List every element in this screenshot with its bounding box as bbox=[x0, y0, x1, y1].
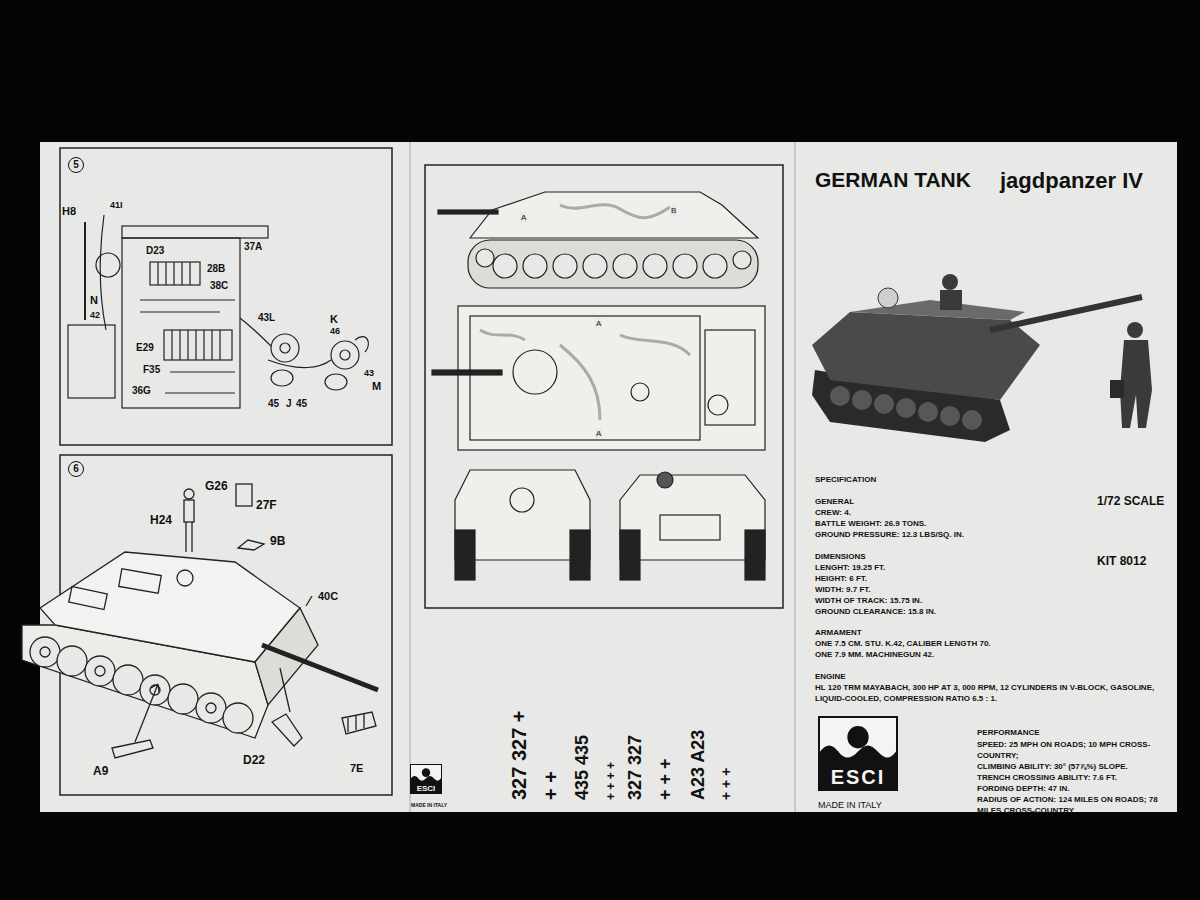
callout-number: D23 bbox=[146, 245, 164, 257]
maker-logo: ESCI bbox=[410, 764, 442, 794]
sheet-title: GERMAN TANK bbox=[815, 168, 971, 192]
callout-number: D22 bbox=[243, 754, 265, 768]
spec-text: HEIGHT: 6 FT. bbox=[815, 573, 867, 584]
callout-number: E29 bbox=[136, 342, 154, 354]
kit-number: KIT 8012 bbox=[1097, 555, 1146, 569]
spec-heading: ARMAMENT bbox=[815, 627, 862, 638]
callout-number: 7E bbox=[350, 762, 363, 775]
spec-text: SPEED: 25 MPH ON ROADS; 10 MPH CROSS-COU… bbox=[977, 739, 1172, 761]
callout-number: 42 bbox=[90, 310, 100, 321]
decal-marking: + + bbox=[540, 771, 563, 800]
decal-marking: 327 327 + bbox=[508, 710, 531, 800]
callout-number: 27F bbox=[256, 499, 277, 513]
callout-number: J bbox=[286, 398, 292, 410]
callout-number: H8 bbox=[62, 205, 76, 218]
maker-note: MADE IN ITALY bbox=[818, 800, 882, 811]
view-letter: A bbox=[595, 428, 602, 439]
callout-number: 37A bbox=[244, 241, 262, 253]
spec-heading: DIMENSIONS bbox=[815, 551, 866, 562]
view-letter: A bbox=[520, 212, 527, 223]
spec-heading: ENGINE bbox=[815, 671, 846, 682]
spec-text: CLIMBING ABILITY: 30° (57⅞%) SLOPE. bbox=[977, 761, 1128, 772]
spec-heading: PERFORMANCE bbox=[977, 727, 1040, 738]
callout-number: 45 bbox=[296, 398, 307, 410]
spec-text: FORDING DEPTH: 47 IN. bbox=[977, 783, 1069, 794]
callout-number: 40C bbox=[318, 590, 338, 603]
callout-number: 38C bbox=[210, 280, 228, 292]
spec-text: TRENCH CROSSING ABILITY: 7.6 FT. bbox=[977, 772, 1117, 783]
decal-marking: 435 435 bbox=[572, 735, 593, 800]
spec-text: ONE 7.5 CM. STU. K.42, CALIBER LENGTH 70… bbox=[815, 638, 991, 649]
step-number: 6 bbox=[68, 461, 84, 477]
spec-heading: SPECIFICATION bbox=[815, 474, 876, 485]
spec-heading: GENERAL bbox=[815, 496, 854, 507]
spec-text: WIDTH: 9.7 FT. bbox=[815, 584, 871, 595]
spec-text: CREW: 4. bbox=[815, 507, 851, 518]
decal-marking: + + + bbox=[655, 758, 676, 800]
step-number: 5 bbox=[68, 157, 84, 173]
maker-logo: ESCI bbox=[818, 716, 898, 791]
callout-number: 43 bbox=[364, 368, 374, 379]
callout-number: 36G bbox=[132, 385, 151, 397]
callout-number: K bbox=[330, 313, 338, 326]
callout-number: 28B bbox=[207, 263, 225, 275]
decal-marking: 327 327 bbox=[625, 735, 646, 800]
callout-number: 45 bbox=[268, 398, 279, 410]
step-number-text: 5 bbox=[73, 160, 79, 170]
view-letter: A bbox=[595, 318, 602, 329]
spec-text: BATTLE WEIGHT: 26.9 TONS. bbox=[815, 518, 926, 529]
scale-note: 1/72 SCALE bbox=[1097, 495, 1164, 509]
callout-number: A9 bbox=[93, 765, 108, 779]
logo-text: ESCI bbox=[820, 766, 896, 789]
spec-text: LENGHT: 19.25 FT. bbox=[815, 562, 885, 573]
callout-number: F35 bbox=[143, 364, 160, 376]
spec-text: ONE 7.9 MM. MACHINEGUN 42. bbox=[815, 649, 934, 660]
logo-waves bbox=[411, 765, 441, 784]
spec-text: GROUND PRESSURE: 12.3 LBS/SQ. IN. bbox=[815, 529, 964, 540]
decal-marking: + + + bbox=[718, 768, 734, 800]
callout-number: 43L bbox=[258, 312, 275, 324]
spec-text: RADIUS OF ACTION: 124 MILES ON ROADS; 78… bbox=[977, 794, 1173, 816]
callout-number: 46 bbox=[330, 326, 340, 337]
callout-number: 41I bbox=[110, 200, 123, 211]
view-letter: B bbox=[670, 205, 677, 216]
callout-number: M bbox=[372, 380, 381, 393]
spec-text: WIDTH OF TRACK: 15.75 IN. bbox=[815, 595, 922, 606]
logo-text: ESCI bbox=[411, 784, 441, 793]
logo-waves bbox=[820, 718, 896, 766]
decal-marking: + + + + bbox=[605, 762, 619, 800]
decal-marking: A23 A23 bbox=[688, 730, 709, 800]
step-number-text: 6 bbox=[73, 464, 79, 474]
spec-text: GROUND CLEARANCE: 15.8 IN. bbox=[815, 606, 936, 617]
maker-note: MADE IN ITALY bbox=[411, 800, 447, 811]
spec-text: HL 120 TRM MAYABACH, 300 HP AT 3, 000 RP… bbox=[815, 682, 1167, 704]
callout-number: H24 bbox=[150, 514, 172, 528]
model-name: jagdpanzer IV bbox=[1000, 168, 1143, 193]
callout-number: 9B bbox=[270, 535, 285, 549]
callout-number: N bbox=[90, 294, 98, 307]
callout-number: G26 bbox=[205, 480, 228, 494]
